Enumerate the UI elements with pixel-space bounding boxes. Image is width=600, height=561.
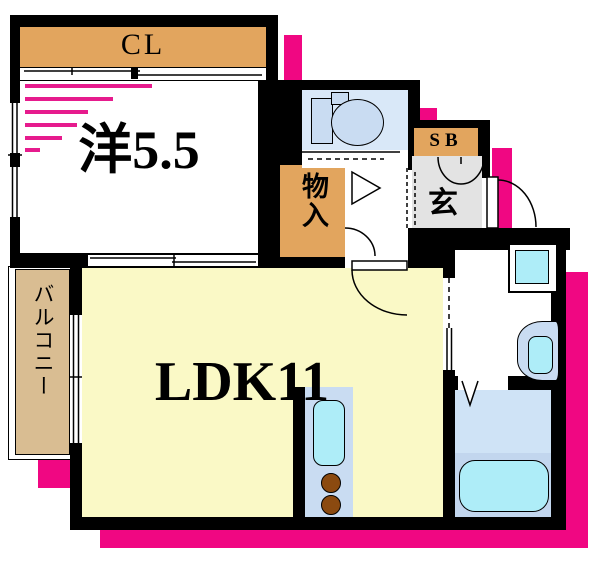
- speed-line: [25, 110, 88, 114]
- room-shoebox: [414, 128, 478, 156]
- wall-toilet-top: [268, 80, 420, 90]
- window-western-1: [10, 103, 20, 153]
- pink-accent-above-shoebox: [418, 108, 437, 123]
- wall-bottom: [70, 517, 566, 530]
- label-genkan: 玄: [428, 187, 458, 220]
- pink-accent-entry: [492, 148, 512, 232]
- room-storage: [280, 165, 345, 257]
- room-hall: [345, 156, 408, 268]
- pink-accent-top: [284, 35, 302, 82]
- pink-shadow-right: [565, 272, 588, 548]
- speed-line: [25, 148, 40, 152]
- washer-pan-inner: [515, 250, 549, 284]
- wall-kitchen: [293, 387, 305, 517]
- bathtub-icon: [459, 460, 549, 512]
- wall-right-cl: [266, 15, 278, 80]
- label-ldk: LDK11: [154, 351, 330, 413]
- speed-line: [25, 136, 62, 140]
- burner-icon-1: [321, 473, 341, 493]
- pink-accent-balcony: [38, 460, 70, 488]
- toilet-door: [302, 150, 400, 168]
- bathroom-door-opening: [458, 376, 508, 390]
- speed-line: [25, 123, 77, 127]
- wall-mid-vertical: [258, 67, 270, 265]
- speed-line: [25, 84, 152, 88]
- label-western-room: 洋5.5: [78, 120, 200, 180]
- room-closet: [20, 27, 266, 67]
- wall-east: [551, 240, 566, 530]
- window-western-2: [10, 167, 20, 217]
- toilet-bowl-icon: [331, 99, 384, 146]
- washroom-sliding-door-opening: [443, 278, 455, 370]
- wall-shoebox-top: [408, 120, 490, 128]
- wall-storage-west: [270, 168, 280, 265]
- kitchen-sink: [313, 400, 345, 466]
- window-ldk: [70, 315, 82, 443]
- pink-shadow-bottom: [100, 529, 587, 548]
- toilet-tank-icon: [311, 98, 333, 144]
- basin-bowl-icon: [528, 336, 553, 374]
- wall-top-a: [10, 15, 278, 27]
- speed-line: [25, 97, 113, 101]
- closet-door-track: [20, 67, 266, 81]
- wall-storage-bottom: [276, 257, 352, 268]
- burner-icon-2: [321, 495, 341, 515]
- sliding-door-western-ldk: [88, 255, 258, 266]
- label-closet: CL: [120, 28, 166, 61]
- room-western: [20, 79, 258, 253]
- balcony-floor: [15, 269, 70, 455]
- label-storage: 物入: [298, 172, 328, 230]
- wall-toilet-west: [270, 80, 302, 168]
- label-shoebox: SB: [429, 130, 463, 151]
- label-balcony: バルコニー: [31, 283, 55, 398]
